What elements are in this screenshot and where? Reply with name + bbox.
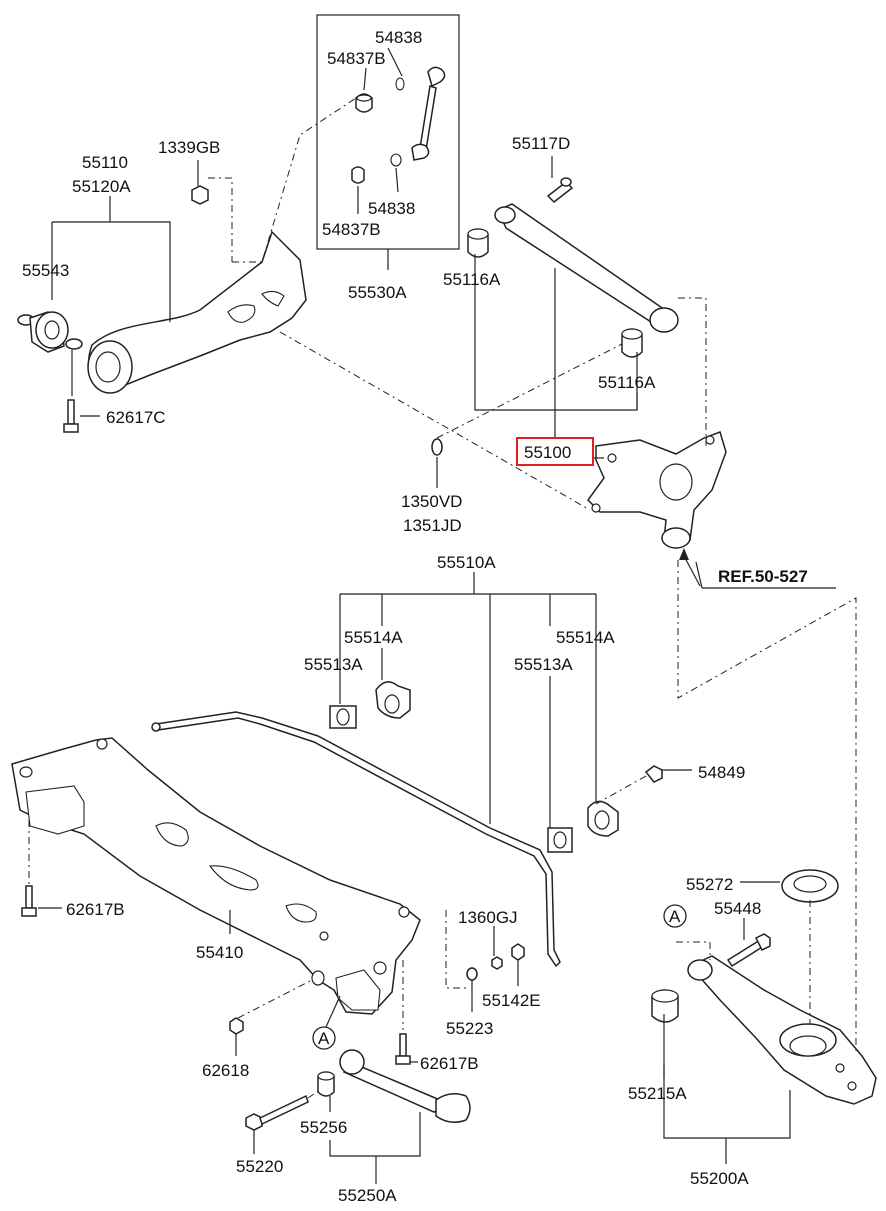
label-62617c: 62617C <box>106 408 166 427</box>
label-55116a-upper: 55116A <box>443 270 501 289</box>
label-55110: 55110 <box>82 153 128 172</box>
label-62617b-left: 62617B <box>66 900 125 919</box>
lower-arm-drawing <box>651 955 877 1105</box>
label-54849: 54849 <box>698 763 745 782</box>
knuckle-drawing <box>587 431 727 549</box>
stabilizer-bushings-drawing <box>329 681 619 853</box>
reference-marker-a-lower: A <box>312 1026 336 1050</box>
label-54837b-top: 54837B <box>327 49 386 68</box>
spring-pad-55272-drawing <box>781 869 839 903</box>
label-55513a-left: 55513A <box>304 655 363 674</box>
label-55120a: 55120A <box>72 177 131 196</box>
ref-arrow <box>679 548 689 560</box>
lower-link-drawing <box>317 1049 471 1123</box>
nut-55142e <box>511 943 525 961</box>
washer-1350vd <box>431 438 443 456</box>
label-55250a: 55250A <box>338 1186 397 1205</box>
label-62618: 62618 <box>202 1061 249 1080</box>
label-55510a: 55510A <box>437 553 496 572</box>
label-54838-bottom: 54838 <box>368 199 415 218</box>
label-1351jd: 1351JD <box>403 516 462 535</box>
bolt-62617b-left-drawing <box>21 885 37 917</box>
label-1350vd: 1350VD <box>401 492 462 511</box>
bolt-62617c-drawing <box>63 399 79 433</box>
nut-1360gj <box>491 956 503 970</box>
label-54837b-bottom: 54837B <box>322 220 381 239</box>
label-55448: 55448 <box>714 899 761 918</box>
bolt-55220-drawing <box>245 1094 309 1131</box>
svg-text:A: A <box>669 907 681 926</box>
label-55410: 55410 <box>196 943 243 962</box>
label-55200a: 55200A <box>690 1169 749 1188</box>
label-55272: 55272 <box>686 875 733 894</box>
label-55513a-right: 55513A <box>514 655 573 674</box>
bolt-54849-drawing <box>595 765 692 805</box>
bushing-55543-drawing <box>17 311 83 353</box>
upper-lateral-arm-drawing <box>467 177 679 358</box>
crossmember-drawing <box>11 737 421 1015</box>
stabilizer-link-drawing <box>351 66 446 184</box>
label-55116a-lower: 55116A <box>598 373 656 392</box>
label-1339gb: 1339GB <box>158 138 220 157</box>
label-55100-highlight <box>516 437 594 466</box>
label-55100: 55100 <box>524 443 571 462</box>
label-55543: 55543 <box>22 261 69 280</box>
bolt-55448-drawing <box>726 933 771 968</box>
stabilizer-bar-drawing <box>151 711 561 968</box>
label-55223: 55223 <box>446 1019 493 1038</box>
label-55514a-right: 55514A <box>556 628 615 647</box>
svg-text:A: A <box>318 1029 330 1048</box>
bolt-62617b-right-drawing <box>395 1033 411 1065</box>
label-55220: 55220 <box>236 1157 283 1176</box>
trailing-arm-drawing <box>87 230 307 394</box>
nut-1339gb <box>191 185 209 205</box>
label-62617b-right: 62617B <box>420 1054 479 1073</box>
label-55117d: 55117D <box>512 134 570 153</box>
nut-62618 <box>229 1017 244 1035</box>
reference-marker-a-arm: A <box>663 904 687 928</box>
label-ref-50-527: REF.50-527 <box>718 567 808 586</box>
label-55215a: 55215A <box>628 1084 687 1103</box>
label-55514a-left: 55514A <box>344 628 403 647</box>
label-54838-top: 54838 <box>375 28 422 47</box>
label-55530a: 55530A <box>348 283 407 302</box>
label-55142e: 55142E <box>482 991 541 1010</box>
label-1360gj: 1360GJ <box>458 908 518 927</box>
label-55256: 55256 <box>300 1118 347 1137</box>
washer-55223 <box>466 967 478 981</box>
